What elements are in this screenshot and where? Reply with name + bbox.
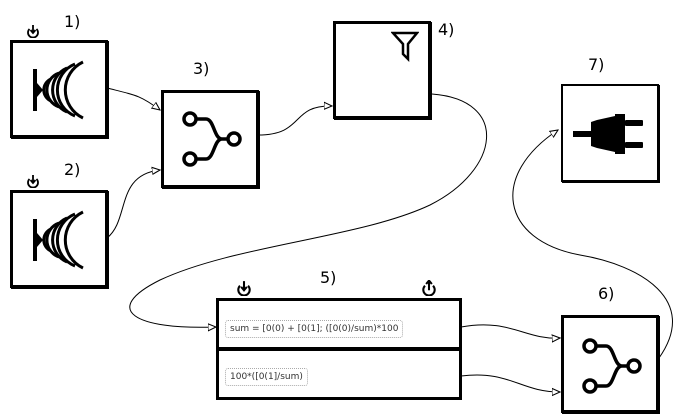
- power-input-icon[interactable]: [26, 24, 40, 38]
- formula-expression-1[interactable]: sum = [0(0) + [0(1]; ([0(0)/sum)*100: [225, 320, 404, 338]
- node-1-label: 1): [64, 12, 81, 31]
- node-6-label: 6): [598, 284, 615, 303]
- edge-6-to-7: [512, 130, 673, 359]
- sensor-wave-icon: [33, 210, 84, 270]
- branch-icon: [182, 111, 242, 167]
- node-3-router[interactable]: [161, 90, 259, 188]
- branch-icon: [582, 338, 642, 394]
- node-1-sensor[interactable]: [10, 40, 108, 138]
- node-2-sensor[interactable]: [10, 190, 108, 288]
- plug-icon: [573, 114, 643, 154]
- edge-1-to-3: [106, 87, 160, 110]
- formula-expression-2[interactable]: 100*([0(1]/sum): [225, 368, 308, 386]
- sensor-wave-icon: [33, 60, 84, 120]
- filter-funnel-icon: [391, 31, 419, 62]
- power-input-icon[interactable]: [26, 174, 40, 188]
- node-4-filter[interactable]: [333, 21, 431, 119]
- power-output-icon[interactable]: [421, 280, 437, 296]
- node-3-label: 3): [193, 59, 210, 78]
- edge-2-to-3: [106, 170, 160, 239]
- edge-5a-to-6: [460, 324, 560, 338]
- edge-5b-to-6: [460, 374, 560, 392]
- formula-row-1[interactable]: sum = [0(0) + [0(1]; ([0(0)/sum)*100: [216, 298, 462, 350]
- node-6-router[interactable]: [561, 315, 659, 413]
- formula-row-2[interactable]: 100*([0(1]/sum): [216, 348, 462, 400]
- power-input-icon[interactable]: [236, 280, 252, 296]
- edge-3-to-4: [257, 106, 332, 136]
- node-7-label: 7): [588, 55, 605, 74]
- node-5-label: 5): [320, 268, 337, 287]
- node-7-sink[interactable]: [561, 84, 659, 182]
- node-2-label: 2): [64, 160, 81, 179]
- edge-4-to-5: [129, 93, 487, 327]
- node-4-label: 4): [438, 20, 455, 39]
